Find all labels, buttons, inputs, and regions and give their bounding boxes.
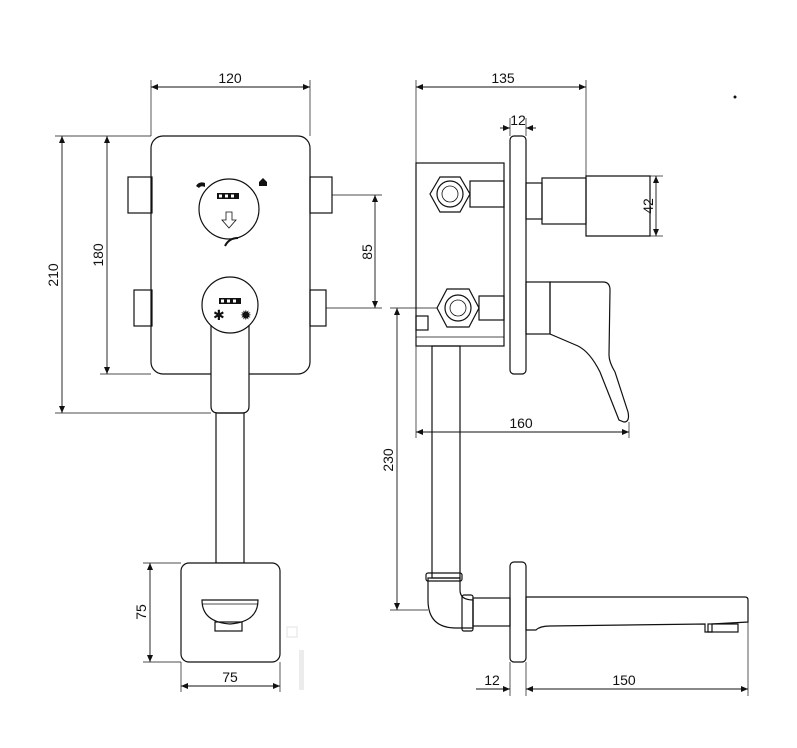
cold-icon: ✱ (213, 307, 225, 323)
dim-side-spout-length: 150 (612, 672, 636, 688)
dim-spout-plate-width: 75 (222, 669, 238, 685)
dim-side-spout-flange: 12 (484, 672, 500, 688)
dim-front-height-total: 210 (45, 263, 61, 287)
side-dimensions: 135 12 42 160 230 12 150 (380, 70, 749, 696)
upper-inlet-fitting (429, 176, 505, 213)
side-supply-pipe (431, 345, 461, 579)
wall-flange (509, 135, 527, 375)
dim-side-depth: 135 (491, 70, 515, 86)
diverter-arrow-icon (221, 211, 237, 229)
spout-aerator (707, 623, 739, 633)
mixer-cap (201, 276, 259, 334)
left-upper-lug (127, 176, 153, 214)
lever-collar (525, 281, 551, 335)
valve-body (415, 162, 505, 347)
logo-mark (217, 193, 239, 199)
supply-pipe (215, 412, 245, 564)
dim-front-height-plate: 180 (90, 243, 106, 267)
dim-side-pipe-drop: 230 (380, 448, 396, 472)
logo-mark (219, 298, 241, 304)
right-upper-lug (309, 176, 333, 214)
body-lug (415, 315, 429, 331)
spout-side (525, 596, 749, 633)
diverter-knob-side (525, 182, 543, 220)
diverter-knob (198, 178, 260, 240)
side-view (415, 135, 749, 663)
faint-watermark (286, 626, 304, 690)
front-dimensions: 120 210 180 85 75 75 (45, 70, 382, 692)
dim-front-inlet-spacing: 85 (359, 244, 375, 260)
right-lower-lug (309, 289, 327, 327)
spout-plate (180, 562, 281, 663)
spout-outlet (201, 599, 259, 625)
dim-front-width: 120 (218, 70, 242, 86)
lever-side (549, 281, 630, 423)
bath-icon (259, 178, 267, 186)
spout-flange (509, 561, 527, 663)
dim-side-inlet-diameter: 42 (640, 198, 656, 214)
spout-outlet-icon (224, 237, 239, 247)
dim-spout-plate-height: 75 (133, 604, 149, 620)
pipe-elbow (427, 577, 474, 629)
stray-dot (733, 95, 737, 99)
handshower-icon (196, 182, 205, 188)
hot-icon: ✹ (240, 307, 252, 323)
lower-inlet-fitting (436, 288, 505, 328)
left-lower-lug (133, 289, 153, 327)
front-view: ✱ ✹ (127, 135, 333, 663)
dim-side-lever-reach: 160 (509, 415, 533, 431)
aerator (214, 621, 243, 632)
dim-side-flange: 12 (510, 112, 526, 128)
